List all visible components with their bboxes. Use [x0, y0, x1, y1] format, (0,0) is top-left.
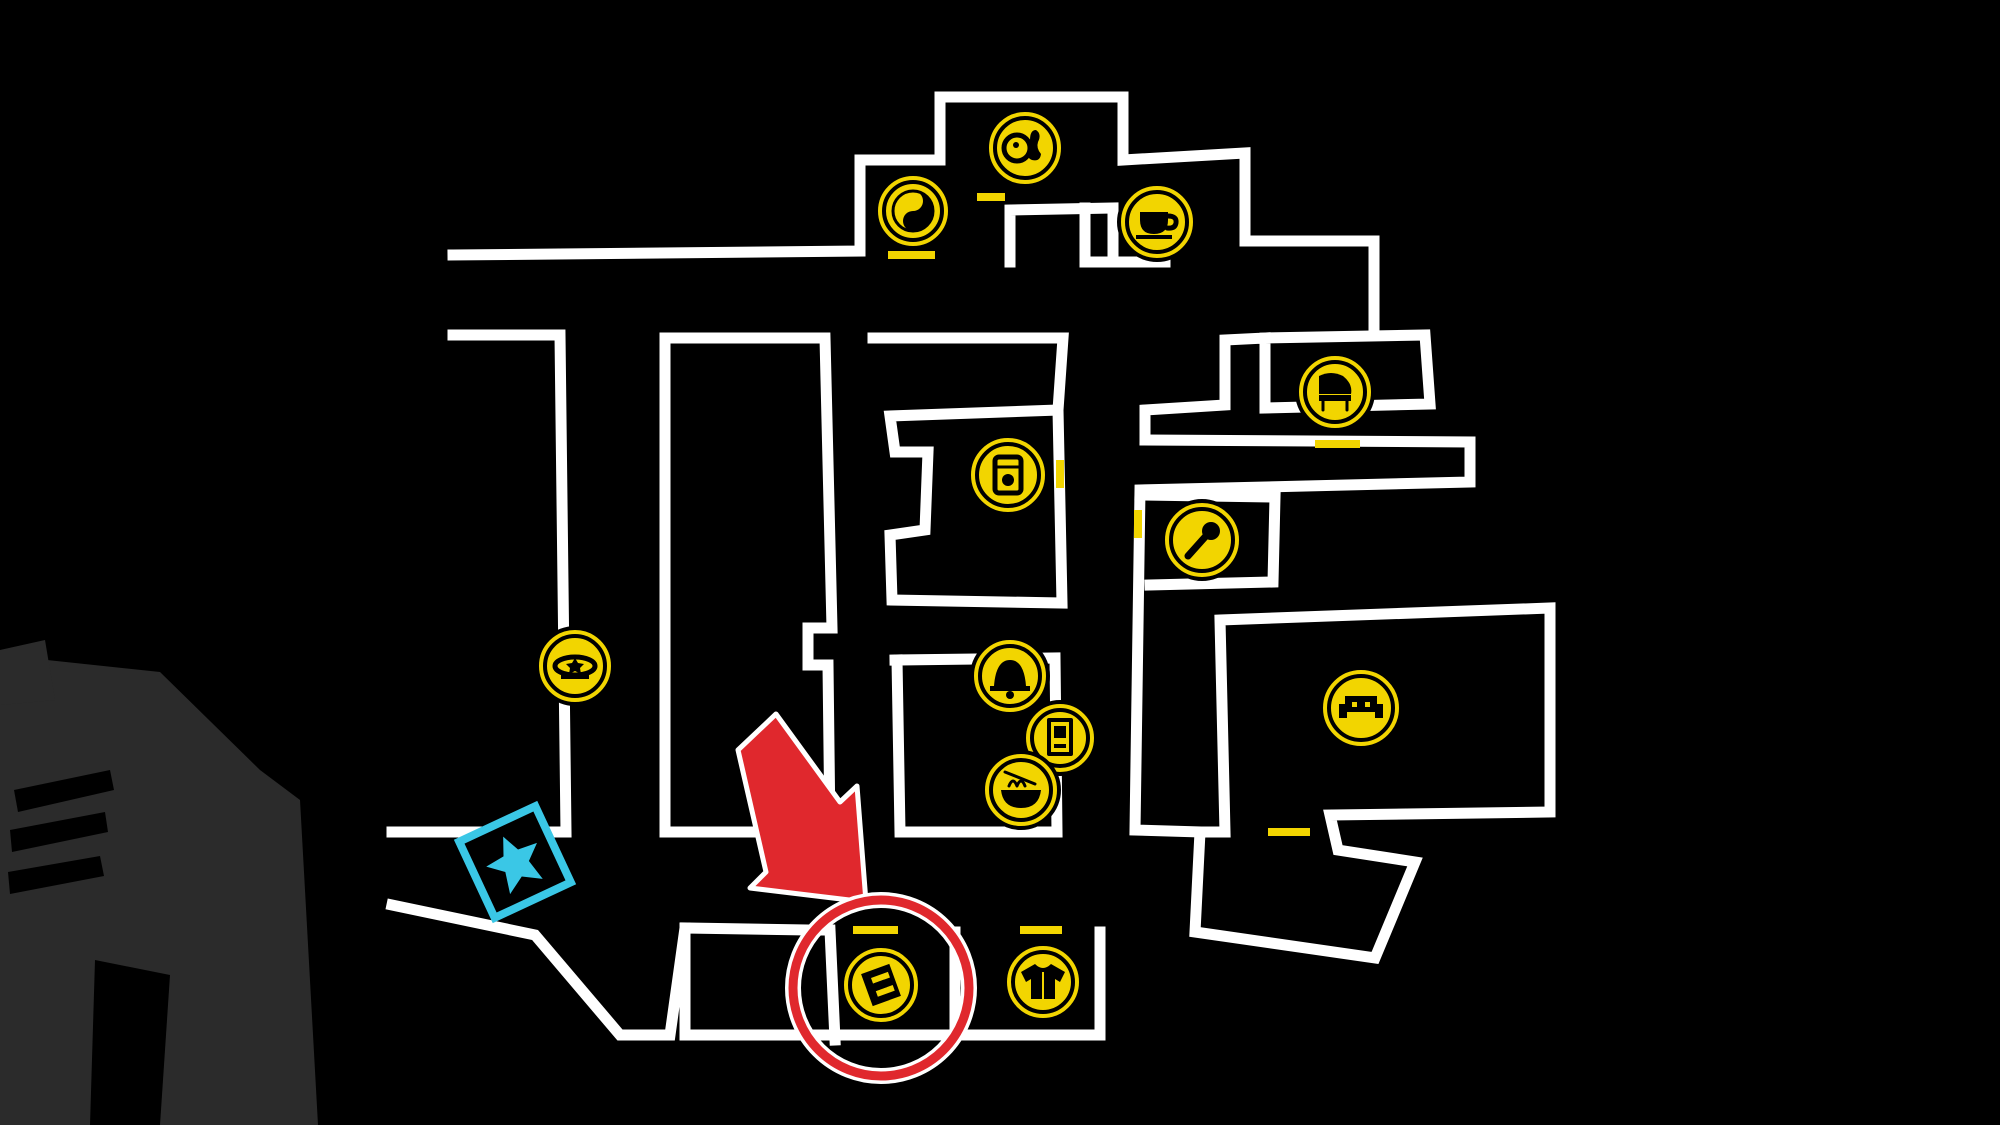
- block-piano: [1139, 329, 1436, 446]
- bell-icon[interactable]: [970, 636, 1050, 716]
- yin-yang-icon[interactable]: [874, 172, 952, 250]
- coffee-cup-icon[interactable]: [1117, 182, 1197, 262]
- wall-bottom-shops: [679, 922, 1106, 1041]
- map-walls: [385, 91, 1556, 1046]
- police-badge-icon[interactable]: [535, 626, 615, 706]
- ramen-bowl-icon[interactable]: [981, 750, 1061, 830]
- block-piano-lower: [1129, 434, 1476, 838]
- letter-e-icon[interactable]: [840, 944, 922, 1026]
- wall-shop-e: [804, 924, 841, 1046]
- wall-inner-top: [1004, 202, 1119, 268]
- space-invader-icon[interactable]: [1319, 666, 1403, 750]
- block-karaoke: [1134, 489, 1281, 591]
- block-tall-middle: [659, 332, 838, 838]
- background-silhouette: [0, 640, 318, 1125]
- microphone-icon[interactable]: [1161, 499, 1243, 581]
- silhouette-stripes: [8, 770, 170, 1125]
- block-e-shape: [867, 332, 1069, 609]
- red-circle-highlight: [788, 895, 974, 1081]
- poi-layer: [535, 108, 1403, 1026]
- bowling-pin-ball-icon[interactable]: [985, 108, 1065, 188]
- piano-icon[interactable]: [1295, 352, 1375, 432]
- wall-left-bottom: [385, 898, 816, 1041]
- block-arcade: [1189, 602, 1556, 965]
- red-arrow-icon: [735, 711, 869, 905]
- wall-north: [447, 91, 1380, 339]
- shirt-icon[interactable]: [1003, 942, 1083, 1022]
- cyan-star-sign-icon[interactable]: [453, 800, 577, 924]
- can-icon[interactable]: [967, 434, 1049, 516]
- door-markers: [853, 193, 1360, 934]
- highlight-layer: [735, 711, 977, 1084]
- wall-left-block: [386, 329, 572, 838]
- wall-cafe-room: [1079, 202, 1171, 268]
